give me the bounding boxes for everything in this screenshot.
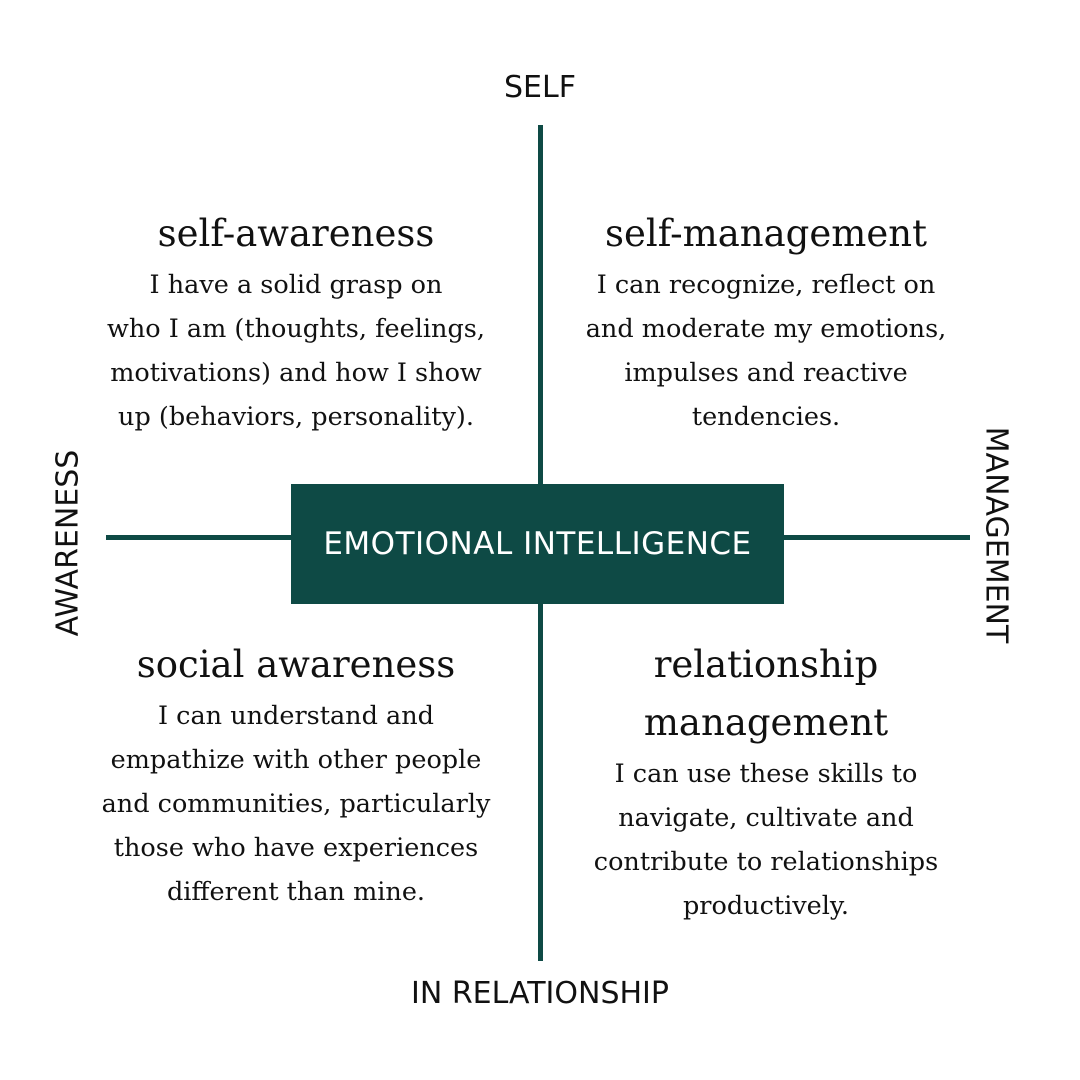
description-line: who I am (thoughts, feelings, [107, 314, 485, 344]
description-line: tendencies. [691, 402, 841, 432]
axis-label-self: SELF [504, 70, 576, 105]
quadrant-description: I can recognize, reflect on and moderate… [526, 263, 1006, 439]
axis-label-in-relationship: IN RELATIONSHIP [411, 976, 669, 1011]
description-line: and communities, particularly [101, 789, 491, 819]
center-label: EMOTIONAL INTELLIGENCE [323, 526, 752, 562]
center-box: EMOTIONAL INTELLIGENCE [291, 484, 784, 604]
quadrant-title: social awareness [136, 643, 456, 686]
quadrant-self-awareness: self-awareness I have a solid grasp on w… [56, 205, 536, 439]
description-line: I can use these skills to [614, 759, 918, 789]
description-line: up (behaviors, personality). [118, 402, 474, 432]
description-line: motivations) and how I show [110, 358, 482, 388]
description-line: and moderate my emotions, [585, 314, 947, 344]
quadrant-social-awareness: social awareness I can understand and em… [56, 636, 536, 914]
description-line: navigate, cultivate and [618, 803, 914, 833]
description-line: empathize with other people [110, 745, 482, 775]
axis-label-management: MANAGEMENT [978, 426, 1014, 644]
description-line: contribute to relationships [593, 847, 939, 877]
quadrant-description: I can use these skills to navigate, cult… [526, 752, 1006, 928]
quadrant-description: I have a solid grasp on who I am (though… [56, 263, 536, 439]
description-line: I can understand and [158, 701, 434, 731]
quadrant-description: I can understand and empathize with othe… [56, 694, 536, 914]
description-line: impulses and reactive [624, 358, 908, 388]
description-line: different than mine. [166, 877, 426, 907]
quadrant-title: relationship management [526, 636, 1006, 752]
quadrant-title: self-management [605, 212, 927, 255]
description-line: those who have experiences [113, 833, 479, 863]
description-line: I have a solid grasp on [149, 270, 443, 300]
description-line: productively. [682, 891, 850, 921]
title-line: management [643, 701, 889, 744]
quadrant-self-management: self-management I can recognize, reflect… [526, 205, 1006, 439]
title-line: relationship [653, 643, 879, 686]
quadrant-title: self-awareness [157, 212, 435, 255]
axis-label-awareness: AWARENESS [50, 449, 86, 637]
description-line: I can recognize, reflect on [596, 270, 936, 300]
quadrant-relationship-management: relationship management I can use these … [526, 636, 1006, 928]
